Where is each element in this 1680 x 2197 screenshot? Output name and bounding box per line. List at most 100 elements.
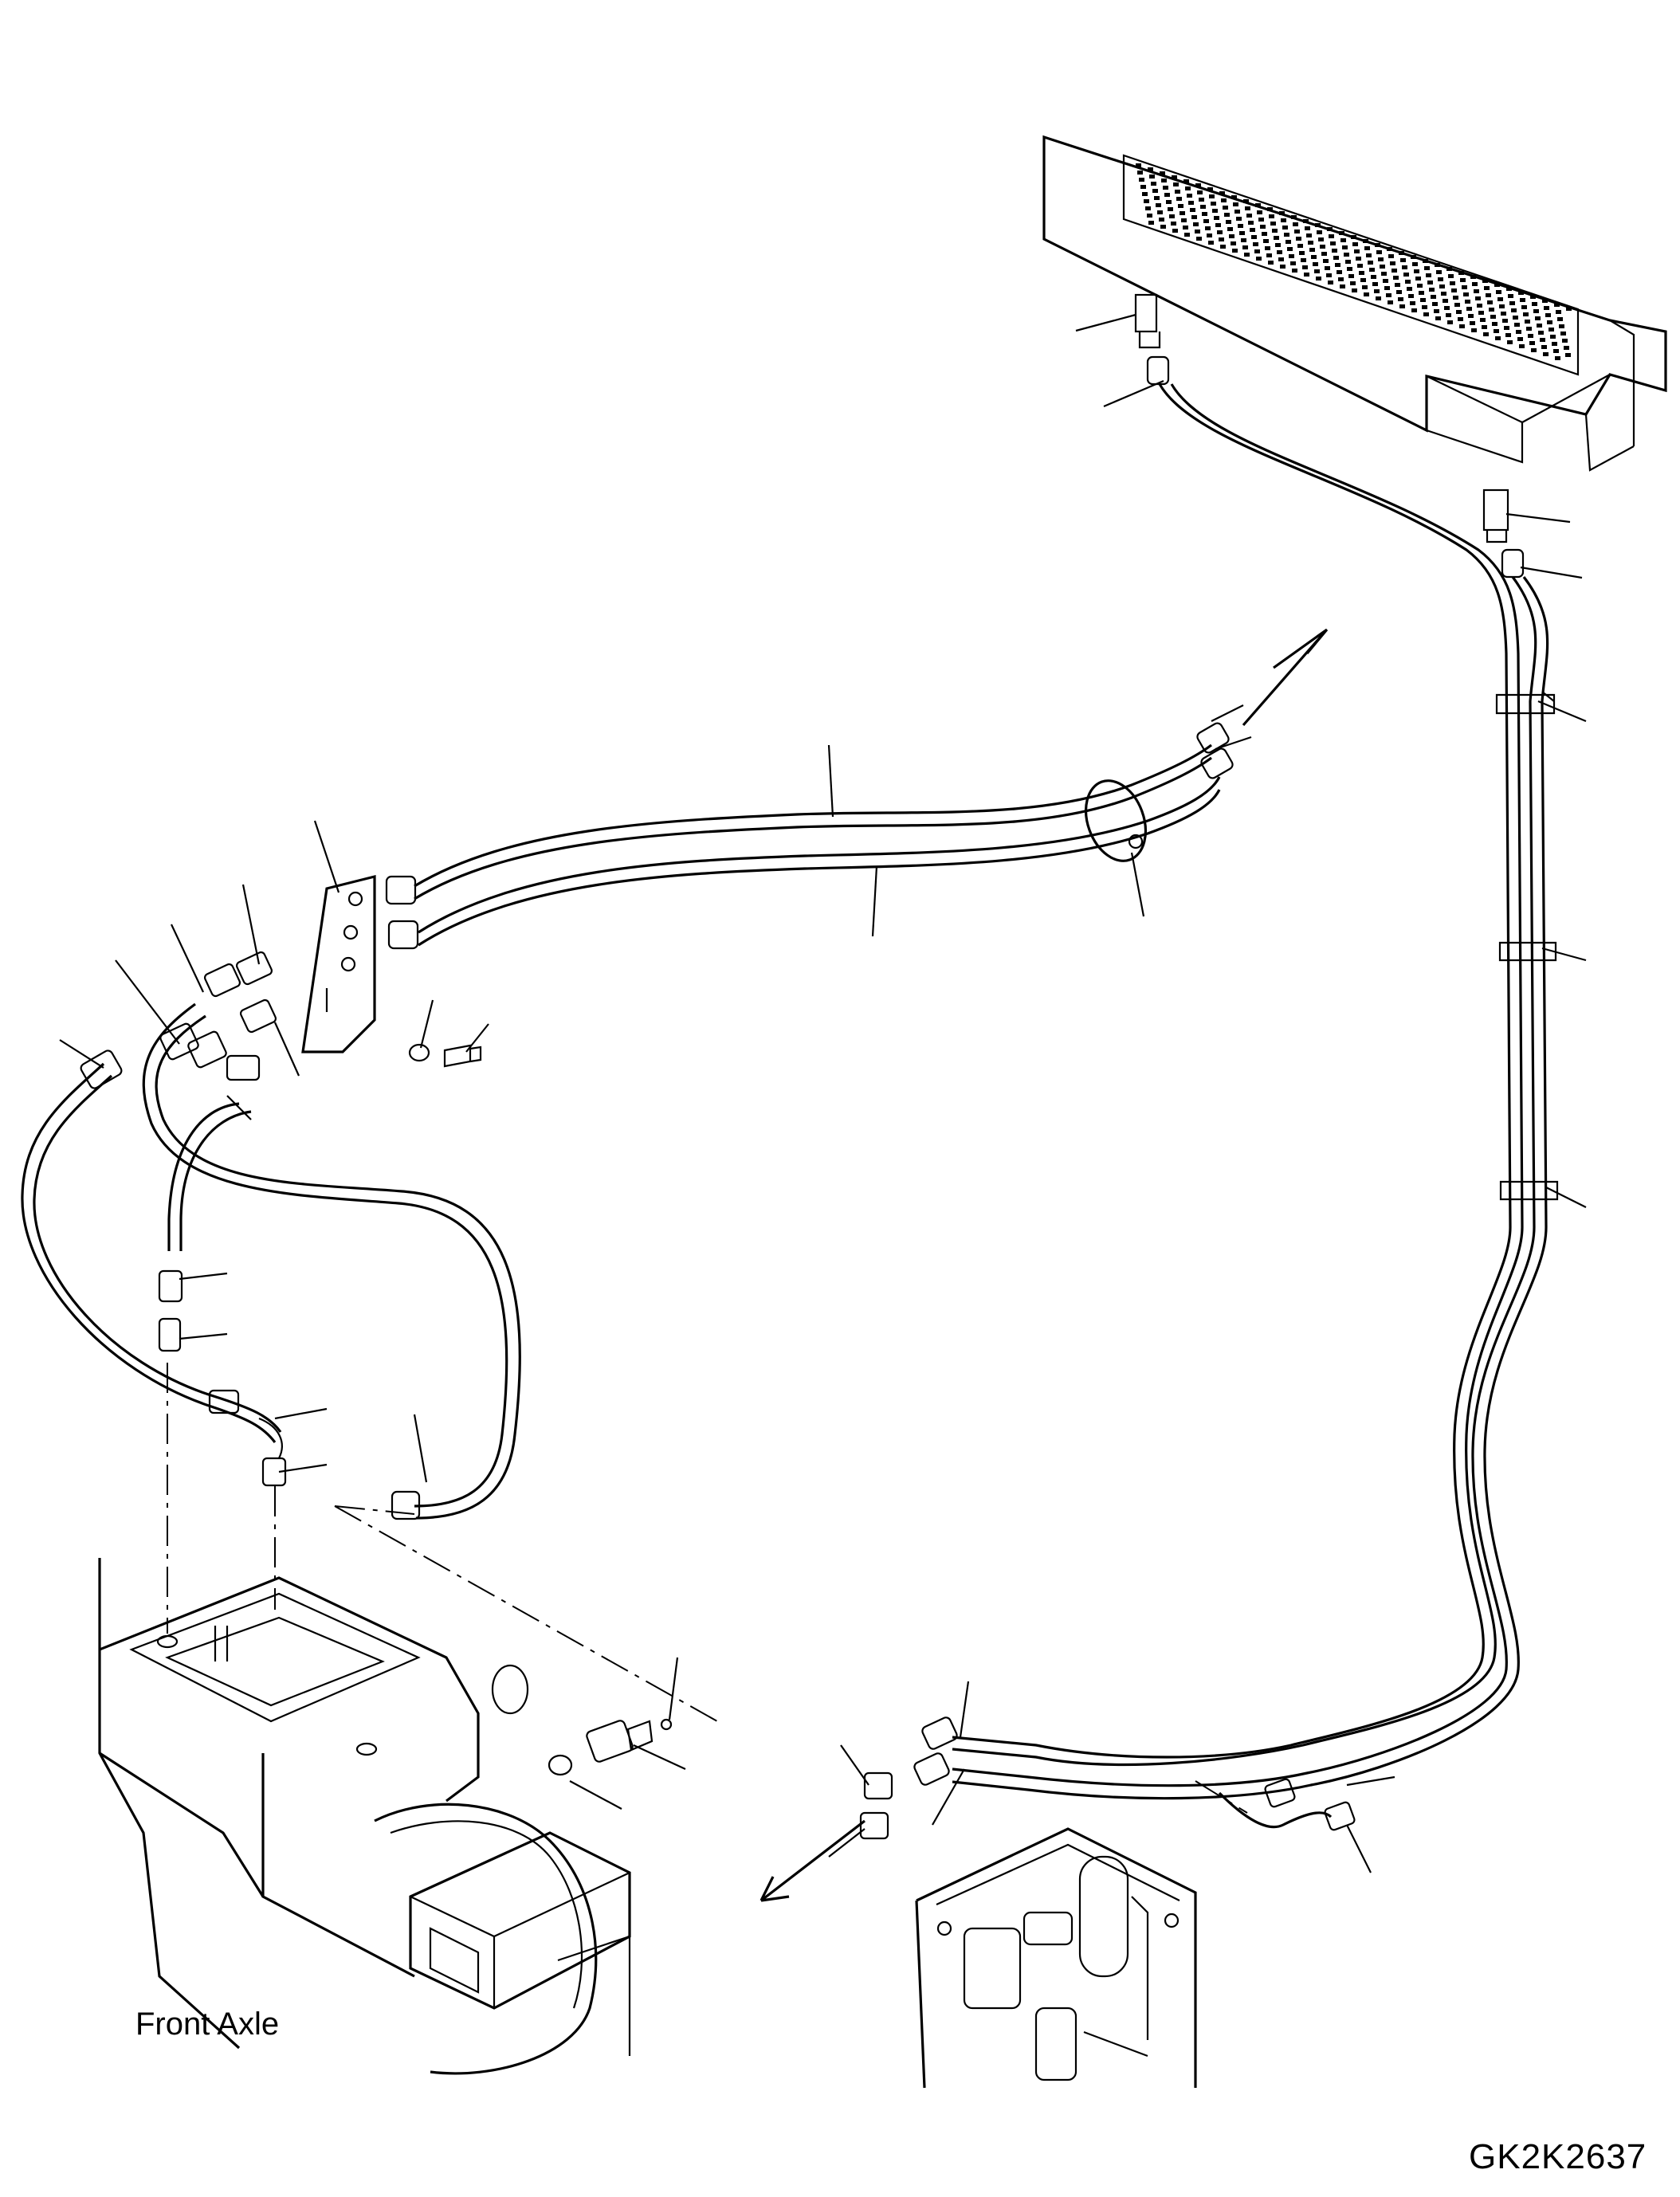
- grille-hole: [1513, 316, 1518, 320]
- grille-hole: [1393, 276, 1399, 280]
- grille-hole: [1219, 191, 1225, 195]
- grille-hole: [1499, 304, 1505, 308]
- mounting-bracket: [301, 874, 376, 1053]
- hose-left-loop: [21, 1002, 521, 1520]
- grille-hole: [1459, 324, 1465, 328]
- grille-hole: [1468, 314, 1474, 318]
- grille-hole: [1323, 259, 1329, 263]
- grille-hole: [1301, 258, 1306, 262]
- grille-hole: [1227, 227, 1233, 231]
- grille-hole: [1316, 277, 1321, 281]
- grille-hole: [1454, 303, 1460, 307]
- grille-hole: [1417, 284, 1423, 288]
- grille-hole: [1250, 228, 1255, 232]
- grille-hole: [1187, 194, 1192, 198]
- grille-hole: [1435, 263, 1440, 267]
- grille-hole: [1403, 273, 1409, 277]
- grille-hole: [1475, 296, 1481, 300]
- grille-hole: [1184, 233, 1190, 237]
- grille-hole: [1472, 282, 1478, 286]
- grille-hole: [1262, 232, 1267, 236]
- grille-hole: [1318, 237, 1324, 241]
- grille-hole: [1456, 310, 1462, 314]
- grille-hole: [1402, 265, 1407, 269]
- hose-end-fittings-main: [385, 722, 1234, 950]
- grille-hole: [1220, 245, 1226, 249]
- grille-hole: [1207, 187, 1213, 191]
- grille-hole: [1231, 195, 1237, 199]
- grille-hole: [1140, 185, 1146, 189]
- grille-hole: [1480, 318, 1486, 322]
- grille-hole: [1462, 285, 1467, 289]
- grille-hole: [1446, 313, 1451, 317]
- grille-hole: [1470, 275, 1476, 279]
- grille-hole: [1429, 288, 1435, 292]
- grille-hole: [1325, 266, 1330, 270]
- left-fittings: [80, 951, 421, 1520]
- grille-hole: [1514, 323, 1520, 327]
- grille-hole: [1254, 249, 1260, 253]
- grille-hole: [1320, 245, 1325, 249]
- grille-hole: [1388, 254, 1394, 258]
- grille-hole: [1506, 287, 1512, 291]
- grille-hole: [1489, 308, 1494, 312]
- grille-hole: [1188, 201, 1194, 205]
- grille-hole: [1172, 175, 1177, 179]
- grille-hole: [1414, 269, 1419, 273]
- bolt-and-washer: [408, 1043, 482, 1068]
- grille-hole: [1543, 352, 1549, 356]
- grille-hole: [1501, 312, 1506, 316]
- grille-hole: [1263, 239, 1269, 243]
- grille-hole: [1144, 199, 1149, 203]
- grille-hole: [1211, 202, 1216, 206]
- grille-hole: [1139, 178, 1144, 182]
- grille-hole: [1344, 253, 1349, 257]
- grille-hole: [1244, 253, 1250, 257]
- grille-hole: [1474, 289, 1479, 293]
- grille-hole: [1557, 317, 1563, 321]
- grille-hole: [1342, 245, 1348, 249]
- grille-hole: [1293, 222, 1298, 226]
- grille-hole: [1368, 261, 1373, 265]
- cooler-fitting-lower: [1482, 488, 1525, 579]
- grille-hole: [1405, 280, 1411, 284]
- grille-hole: [1458, 271, 1464, 275]
- grille-hole: [1537, 324, 1542, 328]
- grille-hole: [1202, 212, 1207, 216]
- grille-hole: [1163, 186, 1168, 190]
- grille-hole: [1148, 167, 1153, 171]
- grille-hole: [1338, 277, 1344, 281]
- grille-hole: [1446, 267, 1452, 271]
- grille-hole: [1350, 281, 1356, 285]
- grille-hole: [1356, 257, 1361, 261]
- grille-hole: [1509, 301, 1515, 305]
- grille-hole: [1511, 308, 1517, 312]
- grille-hole: [1281, 218, 1286, 222]
- grille-hole: [1269, 214, 1274, 218]
- grille-hole: [1333, 256, 1339, 260]
- grille-hole: [1541, 345, 1547, 349]
- grille-hole: [1508, 294, 1513, 298]
- grille-hole: [1207, 233, 1212, 237]
- grille-hole: [1306, 233, 1312, 237]
- grille-hole: [1245, 206, 1250, 210]
- grille-hole: [1267, 207, 1273, 211]
- grille-hole: [1545, 313, 1551, 317]
- grille-hole: [1183, 179, 1189, 183]
- grille-hole: [1431, 295, 1436, 299]
- grille-hole: [1239, 231, 1245, 235]
- grille-hole: [1257, 210, 1262, 214]
- grille-hole: [1294, 230, 1300, 233]
- grille-hole: [1565, 353, 1571, 357]
- grille-hole: [1291, 215, 1297, 219]
- grille-hole: [1528, 334, 1533, 338]
- grille-hole: [1171, 222, 1176, 226]
- grille-hole: [1540, 338, 1545, 342]
- grille-hole: [1280, 265, 1286, 269]
- grille-hole: [1185, 186, 1191, 190]
- grille-hole: [1426, 273, 1431, 277]
- grille-hole: [1286, 240, 1291, 244]
- oil-cooler: [1042, 135, 1667, 472]
- grille-hole: [1160, 171, 1165, 175]
- grille-hole: [1465, 300, 1470, 304]
